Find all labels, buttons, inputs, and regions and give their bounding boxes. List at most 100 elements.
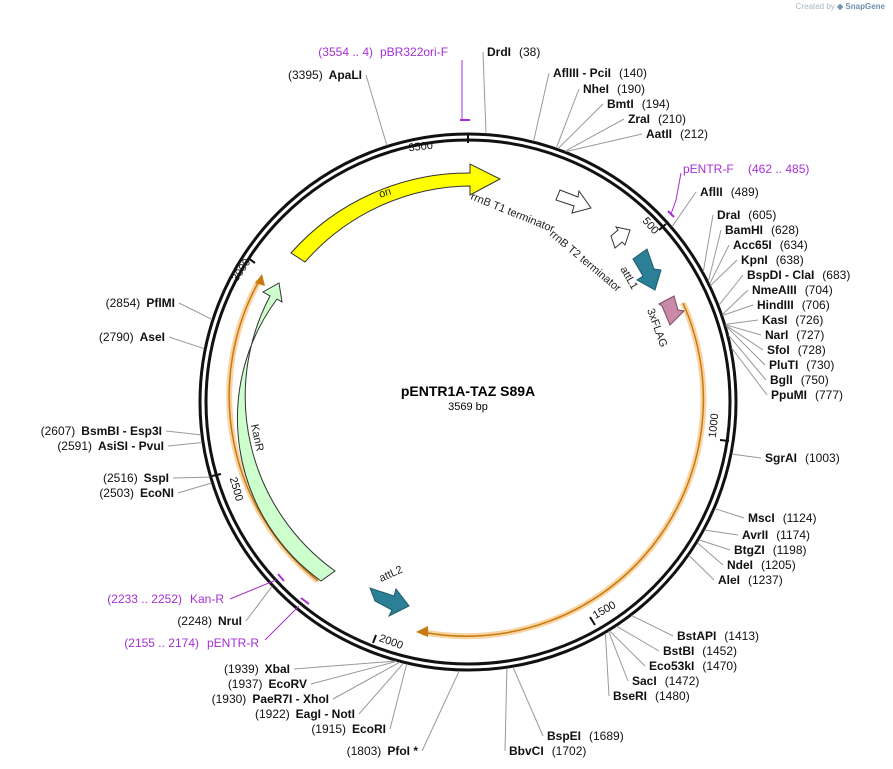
site-position: (726) bbox=[795, 313, 823, 327]
site-leader-line bbox=[616, 625, 660, 652]
restriction-site[interactable]: BstAPI(1413) bbox=[677, 629, 759, 643]
primer-name-pentr-r: pENTR-R bbox=[207, 636, 259, 650]
primer-name-kan-r: Kan-R bbox=[190, 592, 224, 606]
site-position: (1198) bbox=[773, 543, 807, 557]
restriction-site[interactable]: NruI(2248) bbox=[177, 614, 242, 628]
restriction-site[interactable]: BseRI(1480) bbox=[613, 689, 690, 703]
restriction-site[interactable]: BamHI(628) bbox=[725, 223, 799, 237]
restriction-site[interactable]: SacI(1472) bbox=[632, 674, 699, 688]
site-name: ZraI bbox=[628, 112, 650, 126]
primer-range-pentr-r: (2155 .. 2174) bbox=[124, 636, 199, 650]
site-name: XbaI bbox=[265, 662, 290, 676]
site-leader-line bbox=[702, 214, 714, 272]
restriction-site[interactable]: XbaI(1939) bbox=[224, 662, 290, 676]
restriction-site[interactable]: BbvCI (1702) bbox=[509, 744, 586, 758]
kanr-orf-arc-core bbox=[228, 280, 319, 582]
site-position: (2248) bbox=[177, 614, 212, 628]
restriction-site[interactable]: DrdI(38) bbox=[487, 45, 540, 59]
restriction-site[interactable]: AvrII(1174) bbox=[742, 528, 810, 542]
site-name: SfoI bbox=[767, 343, 790, 357]
site-name: BstAPI bbox=[677, 629, 716, 643]
restriction-site[interactable]: HindIII(706) bbox=[757, 298, 830, 312]
site-name: Eco53kI bbox=[649, 659, 694, 673]
restriction-site[interactable]: Acc65I(634) bbox=[733, 238, 808, 252]
restriction-site[interactable]: EagI - NotI(1922) bbox=[255, 707, 355, 721]
restriction-site[interactable]: ApaLI(3395) bbox=[288, 68, 362, 82]
ori-label: ori bbox=[377, 186, 392, 201]
restriction-site[interactable]: EcoRV(1937) bbox=[228, 677, 307, 691]
site-leader-line bbox=[631, 615, 674, 637]
site-name: DraI bbox=[717, 208, 740, 222]
site-leader-line bbox=[725, 319, 759, 325]
site-leader-line bbox=[731, 347, 768, 396]
restriction-site[interactable]: SspI(2516) bbox=[103, 471, 169, 485]
site-name: AvrII bbox=[742, 528, 768, 542]
restriction-site[interactable]: DraI(605) bbox=[717, 208, 776, 222]
plasmid-size: 3569 bp bbox=[448, 401, 488, 413]
restriction-site[interactable]: NmeAIII(704) bbox=[752, 283, 833, 297]
restriction-site[interactable]: MscI (1124) bbox=[748, 511, 817, 525]
site-name: BstBI bbox=[663, 644, 694, 658]
kanr-label: KanR bbox=[248, 423, 265, 452]
primer-range-pbr322ori-f: (3554 .. 4) bbox=[318, 45, 373, 59]
restriction-site[interactable]: AleI(1237) bbox=[718, 573, 783, 587]
restriction-site[interactable]: SgrAI(1003) bbox=[765, 451, 840, 465]
restriction-site[interactable]: AsiSI - PvuI(2591) bbox=[57, 439, 164, 453]
restriction-site[interactable]: KpnI(638) bbox=[741, 253, 804, 267]
restriction-site[interactable]: KasI(726) bbox=[762, 313, 823, 327]
attl1-arrow bbox=[632, 248, 662, 291]
restriction-site[interactable]: BspEI(1689) bbox=[547, 729, 624, 743]
site-position: (730) bbox=[806, 358, 834, 372]
restriction-site[interactable]: NdeI(1205) bbox=[727, 558, 796, 572]
site-name: AflII bbox=[700, 185, 723, 199]
site-leader-line bbox=[696, 542, 724, 566]
restriction-site[interactable]: BstBI(1452) bbox=[663, 644, 737, 658]
site-name: SspI bbox=[144, 471, 169, 485]
site-leader-line bbox=[609, 630, 646, 667]
site-name: BspDI - ClaI bbox=[747, 268, 814, 282]
restriction-site[interactable]: PfoI *(1803) bbox=[347, 744, 419, 758]
site-leader-line bbox=[565, 133, 643, 152]
restriction-site[interactable]: NarI(727) bbox=[765, 328, 824, 342]
site-position: (1930) bbox=[212, 692, 247, 706]
site-leader-line bbox=[688, 555, 715, 581]
site-position: (1915) bbox=[311, 722, 346, 736]
site-position: (1803) bbox=[347, 744, 382, 758]
site-position: (3395) bbox=[288, 68, 323, 82]
restriction-site[interactable]: NheI(190) bbox=[583, 82, 645, 96]
site-name: MscI bbox=[748, 511, 775, 525]
restriction-site[interactable]: BmtI(194) bbox=[607, 97, 670, 111]
site-name: EcoRV bbox=[269, 677, 307, 691]
site-leader-line bbox=[504, 668, 508, 752]
site-position: (1922) bbox=[255, 707, 290, 721]
restriction-site[interactable]: BglI(750) bbox=[770, 373, 829, 387]
site-position: (1702) bbox=[552, 744, 587, 758]
restriction-site[interactable]: AflIII - PciI(140) bbox=[553, 66, 647, 80]
restriction-site[interactable]: PflMI(2854) bbox=[106, 296, 175, 310]
site-position: (2607) bbox=[41, 424, 76, 438]
restriction-site[interactable]: PpuMI(777) bbox=[771, 388, 843, 402]
restriction-site[interactable]: EcoNI(2503) bbox=[99, 486, 174, 500]
restriction-site[interactable]: Eco53kI(1470) bbox=[649, 659, 737, 673]
restriction-site[interactable]: PaeR7I - XhoI(1930) bbox=[212, 692, 329, 706]
restriction-site[interactable]: SfoI(728) bbox=[767, 343, 826, 357]
restriction-site[interactable]: EcoRI(1915) bbox=[311, 722, 386, 736]
kanr-orf-arrowhead bbox=[255, 274, 265, 286]
restriction-site-labels: DrdI(38) AflIII - PciI(140) NheI(190)BmtI(… bbox=[41, 45, 851, 758]
restriction-site[interactable]: AseI(2790) bbox=[99, 330, 165, 344]
tick-1000: 1000 bbox=[707, 413, 730, 442]
site-leader-line bbox=[557, 103, 604, 149]
restriction-site[interactable]: PluTI(730) bbox=[769, 358, 834, 372]
restriction-site[interactable]: BspDI - ClaI(683) bbox=[747, 268, 850, 282]
site-leader-line bbox=[709, 244, 730, 285]
site-leader-line bbox=[608, 631, 629, 682]
restriction-site[interactable]: AflII(489) bbox=[700, 185, 759, 199]
site-position: (1124) bbox=[783, 511, 817, 525]
restriction-site[interactable]: AatII(212) bbox=[646, 127, 708, 141]
restriction-site[interactable]: BtgZI(1198) bbox=[734, 543, 807, 557]
restriction-site[interactable]: BsmBI - Esp3I(2607) bbox=[41, 424, 162, 438]
restriction-site[interactable]: ZraI(210) bbox=[628, 112, 686, 126]
site-position: (38) bbox=[519, 45, 540, 59]
site-name: BbvCI bbox=[509, 744, 544, 758]
snapgene-logo: ◈ SnapGene bbox=[837, 2, 885, 11]
